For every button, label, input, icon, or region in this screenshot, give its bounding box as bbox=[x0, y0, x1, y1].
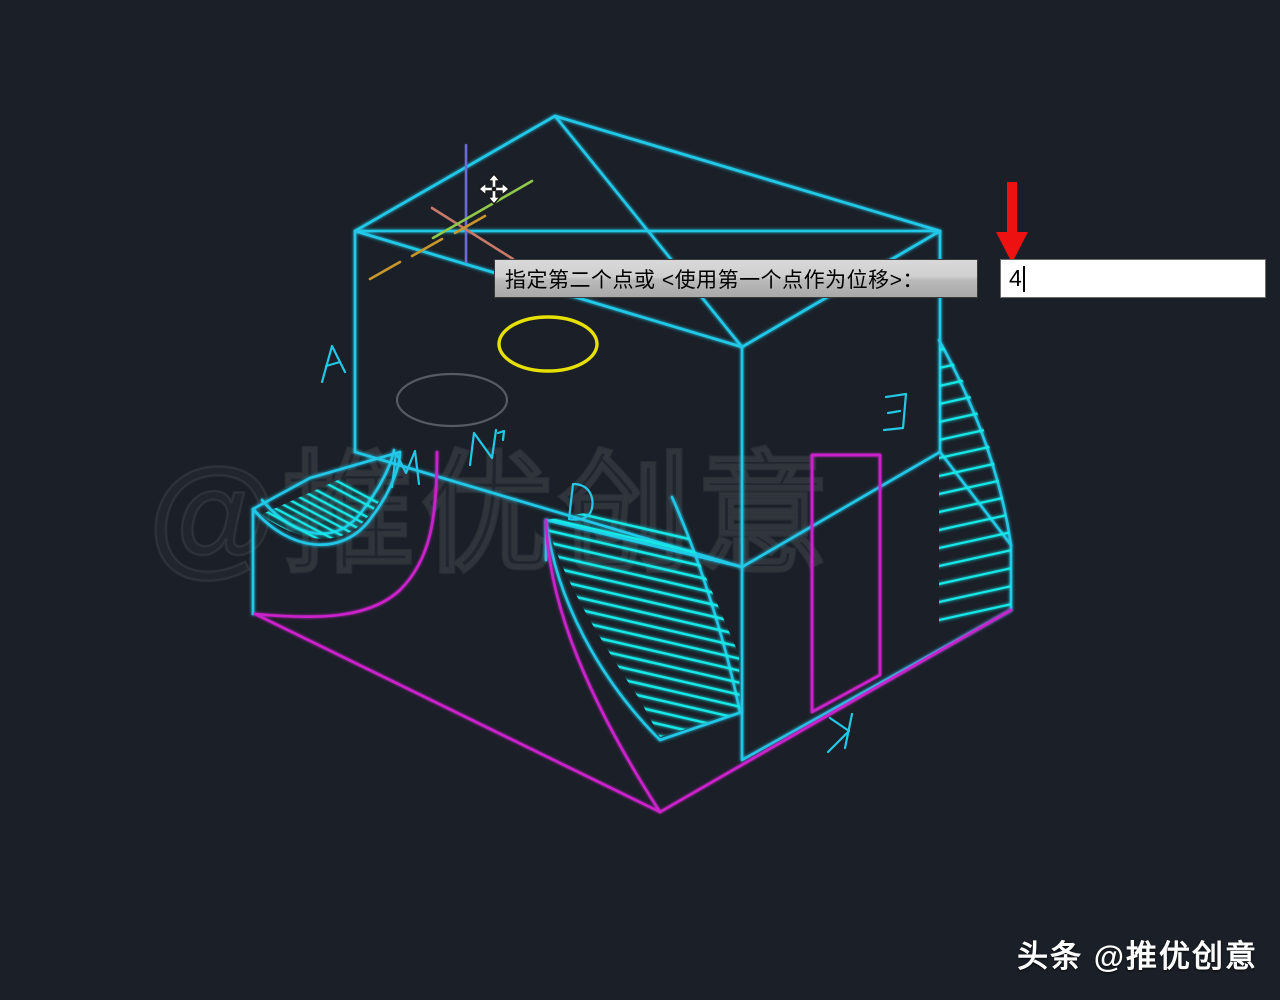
command-input-field[interactable]: 4 bbox=[1000, 259, 1266, 298]
label-n-glyph bbox=[468, 428, 506, 467]
command-input-value: 4 bbox=[1009, 265, 1022, 291]
top-face-cross-b bbox=[553, 114, 744, 349]
top-face-diagonal-2 bbox=[553, 114, 942, 233]
label-m-glyph bbox=[390, 449, 421, 489]
ghost-ellipse bbox=[395, 372, 509, 428]
sweep-boundary-right bbox=[670, 495, 742, 714]
selected-ellipse[interactable] bbox=[497, 315, 599, 373]
label-e-glyph bbox=[882, 392, 908, 432]
crosshair-snap-trail bbox=[368, 214, 487, 281]
block-left-edge-b bbox=[308, 450, 402, 480]
magenta-curve-left bbox=[253, 450, 439, 619]
top-face-diagonal-4 bbox=[353, 114, 557, 233]
magenta-base-right bbox=[658, 608, 1013, 814]
watermark-text: @推优创意 bbox=[147, 440, 835, 589]
cad-crosshair bbox=[368, 143, 534, 281]
crosshair-axis-y bbox=[431, 179, 534, 240]
fillet-boundary-right bbox=[937, 338, 1013, 547]
magenta-base-left bbox=[253, 612, 662, 814]
ledge-line-1 bbox=[544, 518, 744, 569]
command-prompt-tooltip: 指定第二个点或 <使用第一个点作为位移>： bbox=[494, 259, 978, 298]
label-d-glyph bbox=[567, 482, 594, 521]
sweep-bottom-edge bbox=[658, 710, 744, 742]
model-labels bbox=[320, 344, 908, 754]
command-prompt-text: 指定第二个点或 <使用第一个点作为位移>： bbox=[505, 268, 924, 292]
label-k-glyph bbox=[826, 712, 854, 754]
channel-brand-label: 头条 @推优创意 bbox=[1017, 939, 1258, 974]
text-caret bbox=[1022, 265, 1025, 292]
scoop-boundary-outer bbox=[251, 450, 402, 546]
block-left-top bbox=[251, 476, 312, 511]
model-wireframe-magenta[interactable] bbox=[253, 450, 1013, 814]
sweep-boundary-left bbox=[544, 518, 662, 742]
crosshair-axis-x bbox=[430, 206, 515, 261]
magenta-curve-center bbox=[544, 518, 662, 814]
svg-text:@推优创意: @推优创意 bbox=[148, 441, 835, 588]
body-lower-right-face bbox=[938, 450, 1013, 547]
label-a-glyph bbox=[320, 344, 347, 384]
